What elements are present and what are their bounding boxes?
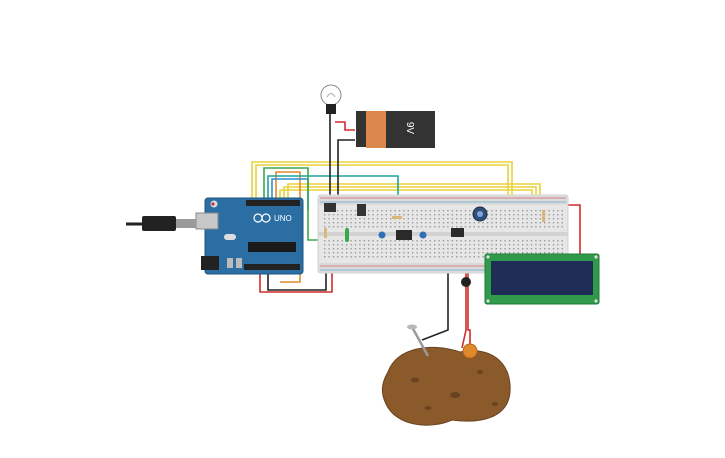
battery-label: 9V	[404, 122, 415, 135]
light-bulb[interactable]	[320, 84, 342, 114]
transistor-2[interactable]	[357, 204, 366, 216]
arduino-model-label: UNO	[274, 214, 292, 223]
resistor-2[interactable]	[392, 216, 402, 219]
potato[interactable]	[381, 346, 511, 426]
transistor-1[interactable]	[324, 203, 336, 212]
led-green[interactable]	[345, 228, 349, 242]
resistor-1[interactable]	[324, 228, 327, 238]
copper-electrode[interactable]	[462, 343, 478, 359]
ic-chip-1[interactable]	[396, 230, 412, 240]
wire-orange-1[interactable]	[275, 171, 301, 283]
arduino-uno[interactable]: UNO	[195, 197, 304, 275]
battery-9v[interactable]: 9V	[356, 111, 435, 148]
wire-red-5[interactable]	[467, 260, 471, 346]
piezo-buzzer[interactable]	[461, 277, 471, 287]
wire-black-2[interactable]	[267, 268, 327, 291]
ic-chip-2[interactable]	[451, 228, 464, 237]
nail-electrode[interactable]	[407, 324, 430, 357]
usb-cable[interactable]	[126, 216, 196, 231]
wire-black-5[interactable]	[337, 139, 355, 200]
breadboard-components	[324, 203, 545, 287]
wire-black-4[interactable]	[421, 252, 449, 341]
breadboard-holes	[324, 210, 563, 258]
resistor-3[interactable]	[542, 210, 545, 222]
capacitor-1[interactable]	[378, 231, 386, 239]
wire-red-2[interactable]	[335, 121, 355, 131]
wire-red-1[interactable]	[259, 270, 333, 293]
lcd-display[interactable]	[484, 253, 600, 305]
capacitor-2[interactable]	[419, 231, 427, 239]
wire-teal-1[interactable]	[267, 175, 399, 210]
